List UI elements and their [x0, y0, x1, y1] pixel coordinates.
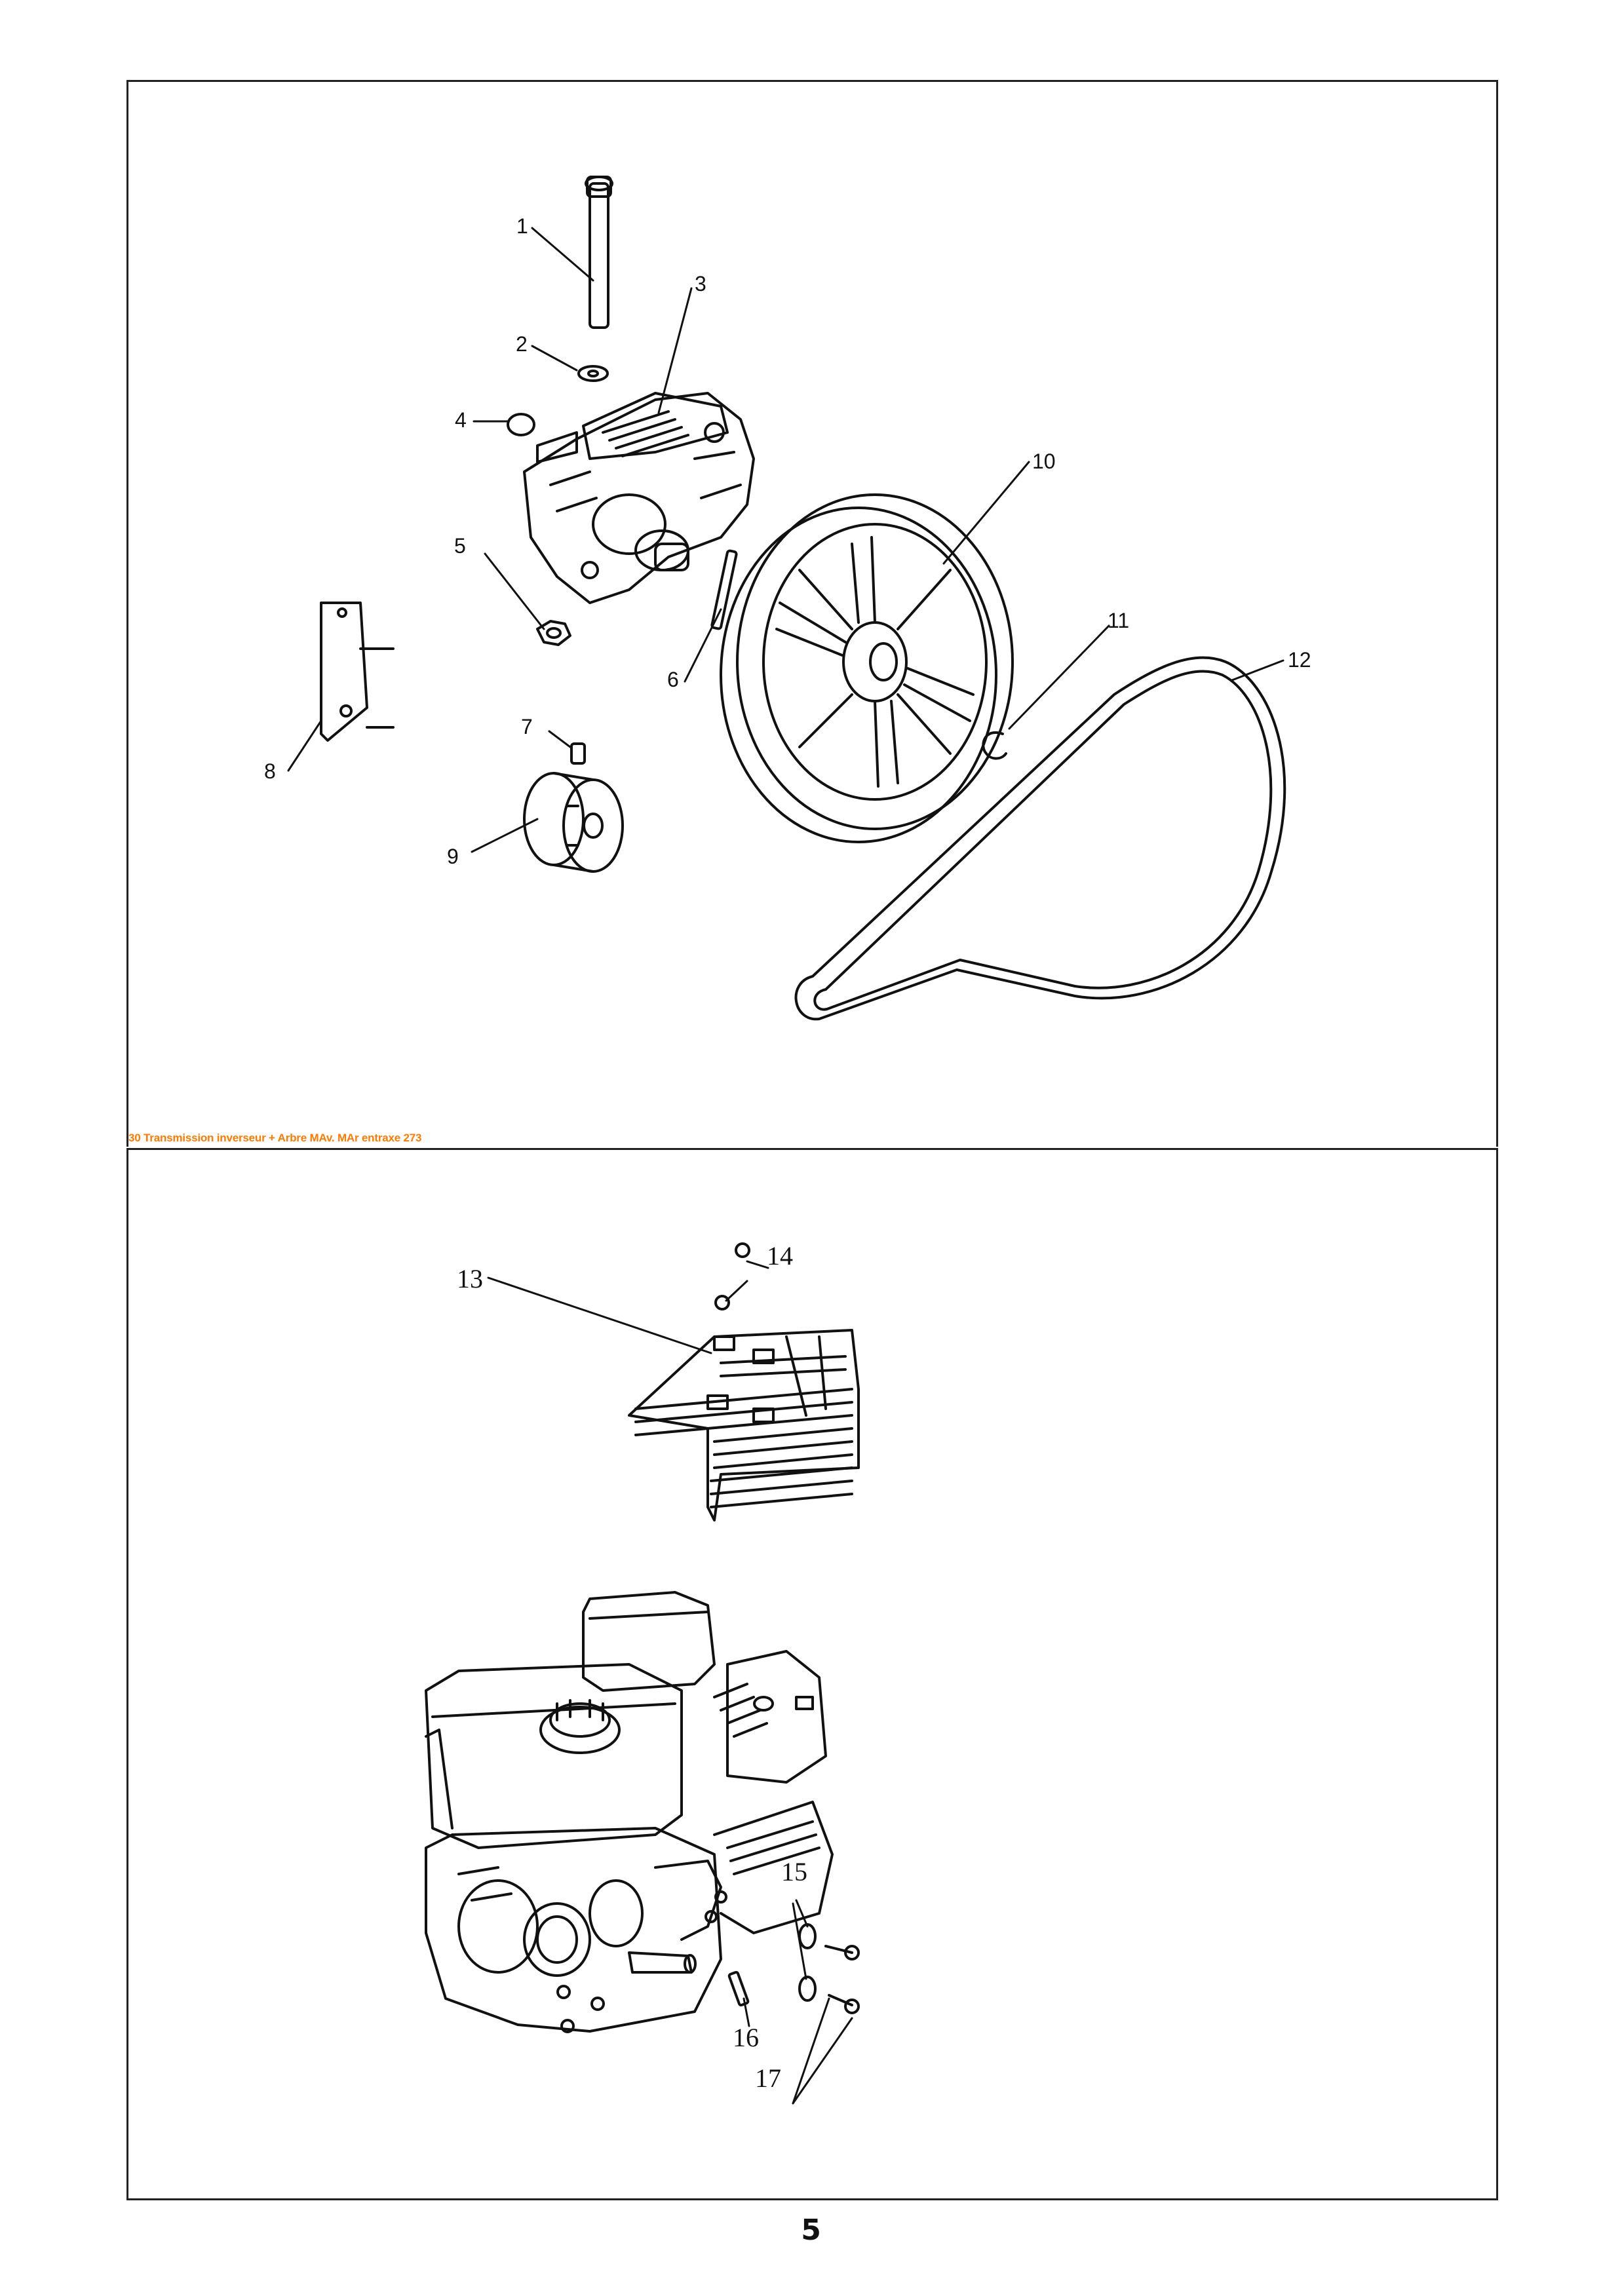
callout-11: 11 [1108, 609, 1129, 632]
part-16-stud [727, 1970, 750, 2007]
callout-9: 9 [447, 845, 459, 868]
part-5-nut [536, 620, 571, 646]
part-15-washers [798, 1923, 817, 2002]
callouts-top: 1 2 3 4 5 6 7 8 9 10 11 12 [264, 214, 1311, 868]
engine-assembly [425, 1591, 834, 2033]
leader-lines-bottom [487, 1260, 853, 2105]
callout-17: 17 [755, 2063, 781, 2093]
callout-8: 8 [264, 759, 276, 783]
section-caption: 30 Transmission inverseur + Arbre MAv. M… [128, 1132, 422, 1144]
part-10-large-pulley [720, 493, 1014, 843]
callout-13: 13 [457, 1264, 483, 1293]
callout-10: 10 [1032, 450, 1056, 473]
part-3-gearbox [523, 392, 755, 604]
callout-16: 16 [733, 2023, 759, 2052]
callout-6: 6 [667, 668, 679, 691]
callout-14: 14 [767, 1241, 793, 1271]
part-4-circlip [507, 413, 535, 436]
callout-15: 15 [781, 1857, 807, 1886]
part-9-small-pulley [523, 772, 624, 873]
callout-7: 7 [521, 715, 533, 738]
diagram-frame-top [126, 80, 1498, 1147]
callout-5: 5 [454, 534, 466, 558]
part-14-nuts [714, 1242, 750, 1311]
part-8-bracket [320, 602, 395, 742]
diagram-frame-bottom [126, 1148, 1498, 2200]
leader-lines-top [287, 227, 1284, 853]
callout-1: 1 [516, 214, 528, 238]
callout-3: 3 [695, 272, 706, 296]
part-12-v-belt [794, 656, 1286, 1021]
callouts-bottom: 13 14 15 16 17 [457, 1241, 807, 2093]
part-13-exhaust-guard [628, 1329, 860, 1521]
callout-4: 4 [455, 408, 467, 432]
part-7-key [570, 742, 586, 765]
part-11-clip [982, 731, 1007, 760]
callout-12: 12 [1288, 648, 1311, 672]
part-2-washer [577, 365, 609, 382]
part-6-pin [710, 549, 738, 630]
part-1-bolt [585, 176, 613, 329]
callout-2: 2 [516, 332, 528, 356]
part-17-bolts [824, 1945, 860, 2014]
page-number: 5 [801, 2213, 821, 2247]
